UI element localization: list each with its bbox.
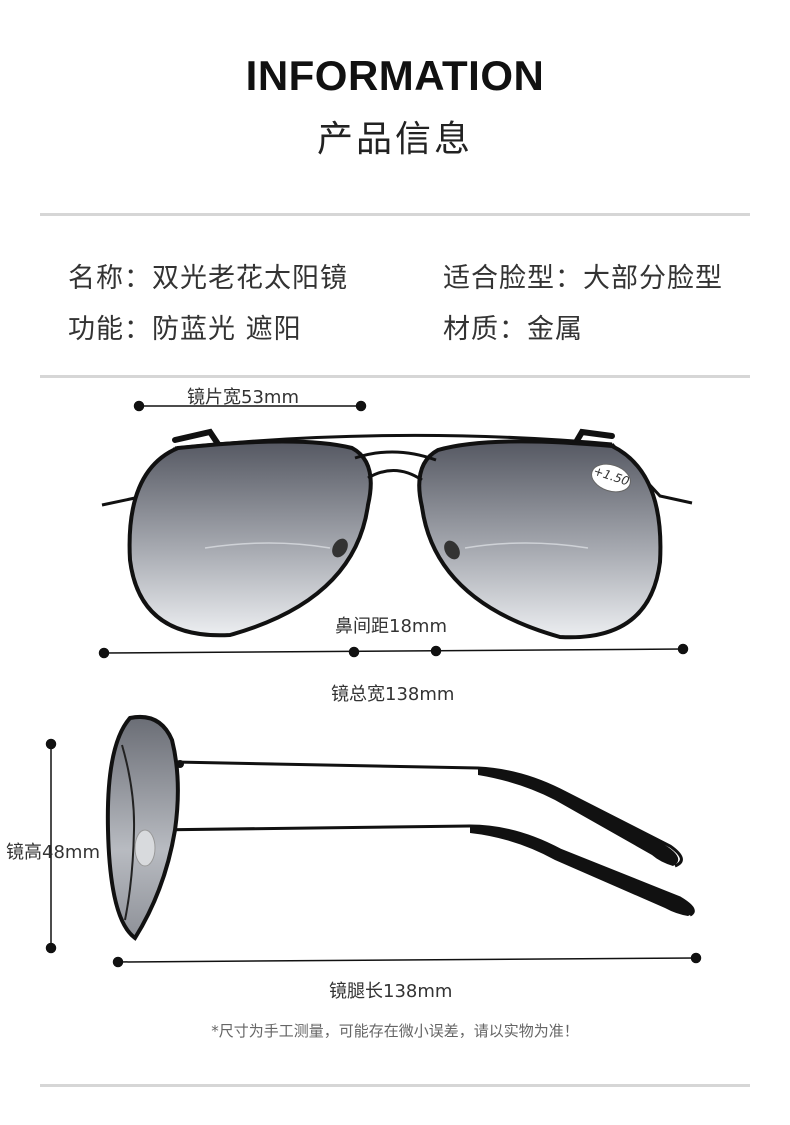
label-total-width: 镜总宽138mm [331,684,455,705]
label-lens-width: 镜片宽53mm [187,387,299,408]
front-view [101,428,693,640]
temple-lower-tip [470,826,694,916]
side-lens [105,715,180,941]
right-bifocal-segment [464,542,589,549]
label-temple-length: 镜腿长138mm [329,981,453,1002]
side-view [105,715,695,941]
temple-upper-tip [478,768,679,866]
label-lens-height: 镜高48mm [6,842,100,863]
side-hinge [176,760,184,768]
measurement-note: *尺寸为手工测量，可能存在微小误差，请以实物为准！ [211,1022,579,1040]
side-lens-inner [121,744,136,921]
dimension-lines [45,400,702,968]
nose-bridge [354,450,437,462]
label-nose-bridge: 鼻间距18mm [335,616,447,637]
divider-top [40,213,750,216]
left-nose-pad [332,538,348,558]
lens-power-mark [591,463,631,493]
spec-face-shape: 适合脸型：大部分脸型 [443,263,723,294]
divider-bottom [40,1084,750,1087]
left-lens [127,439,373,638]
spec-material: 材质：金属 [443,314,583,345]
side-nose-pad [134,829,156,867]
right-lens [417,439,663,640]
page-title-en: INFORMATION [245,52,545,99]
left-bifocal-segment [204,542,331,549]
divider-middle [40,375,750,378]
page-title-cn: 产品信息 [316,119,473,160]
nose-bridge-lower [367,469,423,482]
right-nose-pad [444,540,460,560]
spec-name: 名称：双光老花太阳镜 [68,263,348,294]
spec-function: 功能：防蓝光 遮阳 [68,314,302,345]
